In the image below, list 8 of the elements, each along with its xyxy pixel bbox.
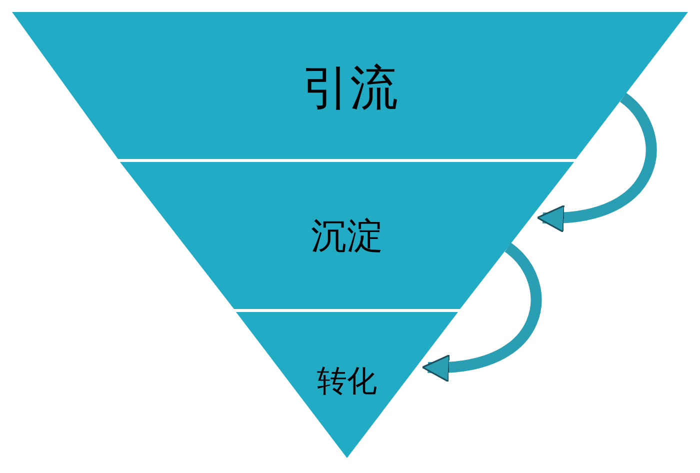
curved-arrow: [536, 93, 657, 232]
funnel-label: 沉淀: [311, 219, 383, 255]
funnel-label: 引流: [302, 64, 398, 112]
funnel-band: [12, 12, 688, 159]
funnel-label: 转化: [317, 367, 377, 397]
funnel-tip: [236, 312, 458, 458]
curved-arrow: [422, 243, 542, 381]
funnel-band: [120, 162, 574, 309]
